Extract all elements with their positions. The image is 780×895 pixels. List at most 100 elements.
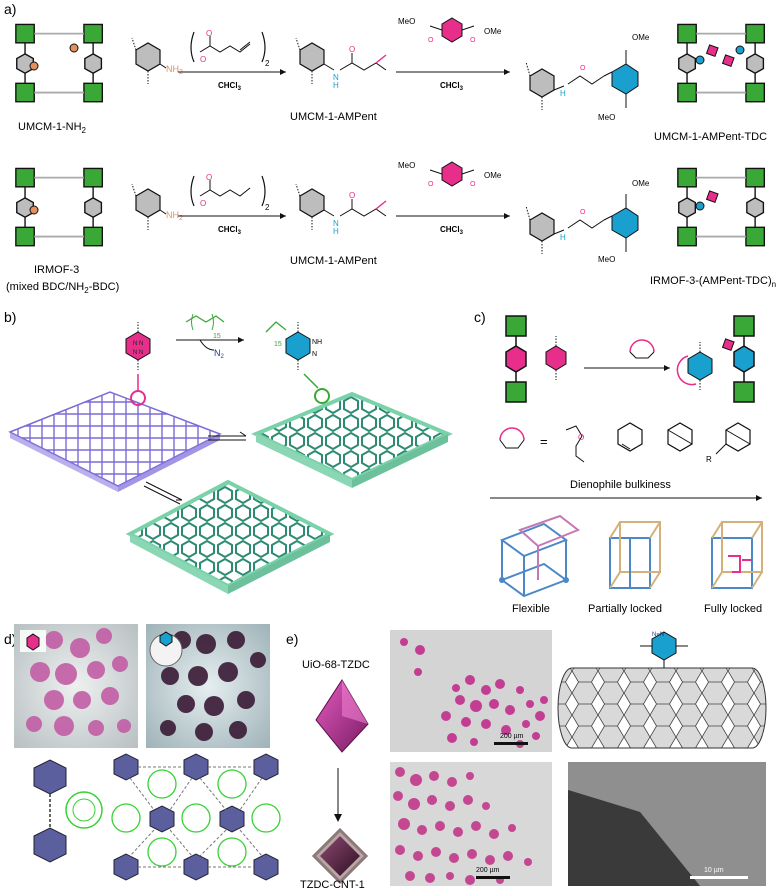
product-label-2a: UMCM-1-AMPent	[290, 255, 377, 267]
panel-d: d)	[4, 624, 281, 881]
svg-text:OMe: OMe	[484, 27, 502, 36]
green-mof-lattice-2	[125, 479, 335, 594]
uio-68-tzdc-label: UiO-68-TZDC	[302, 659, 370, 671]
panel-a-letter: a)	[4, 1, 16, 17]
condition-3: CHCl3	[218, 225, 242, 236]
svg-text:10 µm: 10 µm	[704, 867, 724, 874]
green-mof-lattice-1	[251, 391, 453, 488]
svg-text:O: O	[349, 45, 355, 54]
svg-text:O: O	[580, 209, 586, 216]
adduct-c	[676, 342, 713, 390]
svg-text:O: O	[200, 199, 206, 208]
svg-text:H: H	[560, 89, 566, 98]
svg-text:N: N	[333, 219, 339, 228]
start-label-2: IRMOF-3	[34, 264, 79, 276]
state-partially-locked: Partially locked	[588, 603, 662, 615]
svg-text:MeO: MeO	[398, 161, 415, 170]
ampent-product-2: N H O	[295, 183, 387, 236]
condition-1: CHCl3	[218, 81, 242, 92]
tetrazine-molecule-b: N N N N	[125, 322, 151, 370]
product-label-2b: IRMOF-3-(AMPent-TDC)n	[650, 275, 776, 289]
svg-text:OMe: OMe	[632, 33, 650, 42]
svg-text:15: 15	[274, 341, 282, 348]
svg-text:N: N	[312, 351, 317, 358]
svg-text:OMe: OMe	[484, 171, 502, 180]
state-flexible: Flexible	[512, 603, 550, 615]
c60-framework-lattice	[111, 753, 281, 881]
linker-tetrazine-c	[505, 315, 567, 403]
svg-text:OMe: OMe	[632, 179, 650, 188]
panel-d-letter: d)	[4, 631, 16, 647]
state-fully-locked: Fully locked	[704, 603, 762, 615]
partially-locked-framework	[609, 521, 661, 589]
product-label-1b: UMCM-1-AMPent-TDC	[654, 131, 767, 143]
bulkiness-label: Dienophile bulkiness	[570, 479, 671, 491]
svg-text:200 µm: 200 µm	[476, 867, 500, 874]
irmof-3-scheme	[14, 167, 104, 247]
sem-image: 10 µm	[568, 762, 766, 886]
umcm-1-nh2-scheme	[14, 23, 104, 103]
svg-text:NH2: NH2	[166, 210, 183, 222]
tzdc-cnt-1-label: TZDC-CNT-1	[300, 879, 365, 891]
pentenoic-anhydride-1: 2 O O	[190, 29, 270, 68]
irmof-tdc-scheme	[676, 167, 766, 247]
cnt-coated-crystal	[311, 827, 369, 885]
svg-text:MeO: MeO	[598, 113, 615, 122]
svg-text:O: O	[580, 65, 586, 72]
octahedral-crystal	[315, 679, 369, 753]
svg-text:O: O	[578, 433, 584, 442]
n2-byproduct: N2	[214, 348, 225, 360]
svg-text:200 µm: 200 µm	[500, 733, 524, 740]
svg-text:H: H	[333, 81, 339, 90]
svg-text:H: H	[333, 227, 339, 236]
micrograph-1: 200 µm	[390, 630, 552, 752]
svg-text:2: 2	[265, 59, 270, 68]
ampent-product-1: N H O	[295, 37, 387, 90]
svg-text:O: O	[200, 55, 206, 64]
svg-text:2: 2	[265, 203, 270, 212]
panel-c: c)	[474, 309, 763, 615]
tetrazine-reagent-1: MeO OMe O O	[398, 17, 502, 44]
alkene-reagent-b: 15	[185, 313, 225, 340]
svg-text:O: O	[428, 37, 434, 44]
svg-text:O: O	[470, 181, 476, 188]
panel-e: e) UiO-68-TZDC TZDC-CNT-1	[286, 630, 767, 891]
svg-text:N N: N N	[133, 341, 143, 347]
carbon-nanotube-schematic: N=N	[557, 631, 767, 749]
c60-guest-single	[33, 759, 103, 863]
pyridazine-molecule-b: NH N 15	[265, 321, 322, 370]
svg-text:NH2: NH2	[166, 64, 183, 76]
product-label-1a: UMCM-1-AMPent	[290, 111, 377, 123]
aniline-1: NH2	[131, 37, 183, 84]
start-label-2-line2: (mixed BDC/NH2-BDC)	[6, 281, 119, 295]
reactive-site-marker-2	[314, 388, 330, 404]
dienophile-list: = O R	[499, 422, 751, 464]
panel-b-letter: b)	[4, 309, 16, 325]
fully-locked-framework	[711, 521, 763, 589]
purple-mof-lattice	[8, 391, 222, 492]
svg-text:O: O	[206, 29, 212, 38]
double-arrow-right	[208, 431, 247, 441]
double-arrow-down	[143, 481, 183, 505]
svg-text:MeO: MeO	[398, 17, 415, 26]
tdc-product-1: H O OMe MeO	[525, 33, 650, 122]
umcm-tdc-scheme	[676, 23, 766, 103]
svg-text:O: O	[349, 191, 355, 200]
pentenoic-anhydride-2: 2 O O	[190, 173, 270, 212]
svg-text:N=N: N=N	[652, 632, 664, 638]
svg-text:N N: N N	[133, 350, 143, 356]
panel-e-letter: e)	[286, 631, 298, 647]
svg-text:NH: NH	[312, 339, 322, 346]
condition-4: CHCl3	[440, 225, 464, 236]
svg-text:O: O	[470, 37, 476, 44]
start-label-1: UMCM-1-NH2	[18, 121, 87, 135]
crystal-photo-2	[146, 624, 270, 748]
panel-c-letter: c)	[474, 309, 486, 325]
r-group: R	[706, 455, 712, 464]
tetrazine-reagent-2: MeO OMe O O	[398, 161, 502, 188]
svg-text:N: N	[333, 73, 339, 82]
crystal-photo-1	[14, 624, 138, 748]
svg-text:H: H	[560, 233, 566, 242]
svg-text:15: 15	[213, 333, 221, 340]
